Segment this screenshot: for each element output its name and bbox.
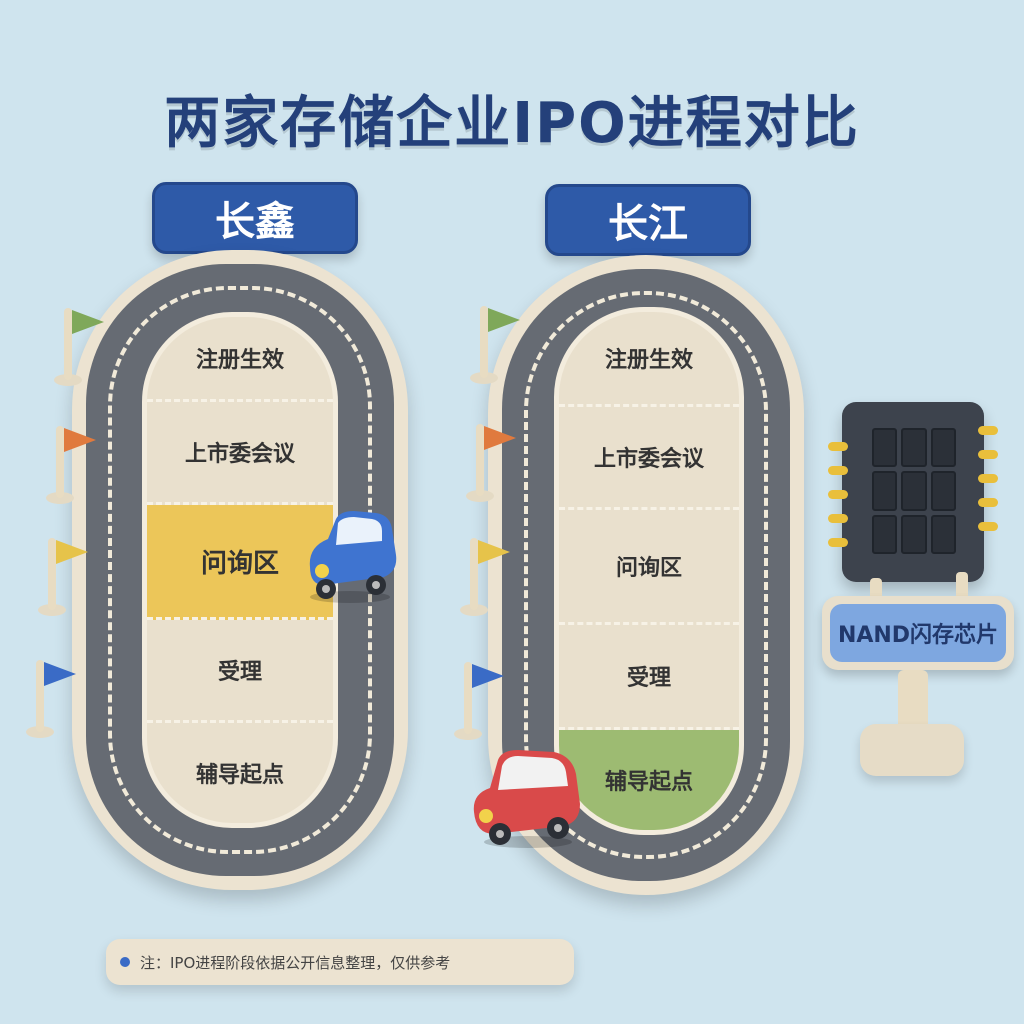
green-flag-icon — [470, 306, 520, 384]
chip-icon — [828, 402, 998, 582]
chip-stand — [956, 572, 968, 600]
company-name: 长鑫 — [215, 199, 295, 245]
chip-stand — [870, 578, 882, 600]
blue-flag-icon — [26, 660, 76, 738]
stage-zone: 注册生效 — [559, 312, 739, 407]
stage-zone: 受理 — [559, 625, 739, 730]
red-car-icon — [473, 750, 580, 848]
blue-flag-icon — [454, 662, 504, 740]
orange-flag-icon — [466, 424, 516, 502]
sign-base — [860, 724, 964, 776]
stage-zone: 注册生效 — [147, 317, 333, 402]
blue-car-icon — [309, 511, 397, 603]
stage-zone-current: 辅导起点 — [559, 730, 739, 830]
nand-sign: NAND闪存芯片 — [822, 596, 1014, 670]
stage-zone: 上市委会议 — [147, 402, 333, 505]
company-name: 长江 — [608, 201, 688, 247]
race-track-changjiang: 注册生效 上市委会议 问询区 受理 辅导起点 — [488, 255, 804, 895]
stage-zone: 受理 — [147, 620, 333, 723]
yellow-flag-icon — [460, 538, 510, 616]
company-badge-changxin: 长鑫 — [152, 182, 358, 254]
stage-infield: 注册生效 上市委会议 问询区 受理 辅导起点 — [142, 312, 338, 828]
green-flag-icon — [54, 308, 104, 386]
footnote-text: 注：IPO进程阶段依据公开信息整理，仅供参考 — [140, 953, 451, 972]
track-lane-marking — [524, 291, 768, 859]
yellow-flag-icon — [38, 538, 88, 616]
stage-zone-current: 问询区 — [147, 505, 333, 620]
page-title: 两家存储企业IPO进程对比 — [164, 91, 860, 156]
footnote: 注：IPO进程阶段依据公开信息整理，仅供参考 — [106, 939, 574, 985]
sign-label: NAND闪存芯片 — [837, 623, 999, 648]
stage-zone: 辅导起点 — [195, 763, 284, 788]
stage-zone: 上市委会议 — [559, 407, 739, 510]
stage-zone: 问询区 — [559, 510, 739, 625]
company-badge-changjiang: 长江 — [545, 184, 751, 256]
stage-infield: 注册生效 上市委会议 问询区 受理 辅导起点 — [554, 307, 744, 835]
orange-flag-icon — [46, 426, 96, 504]
bullet-dot-icon — [120, 957, 130, 967]
